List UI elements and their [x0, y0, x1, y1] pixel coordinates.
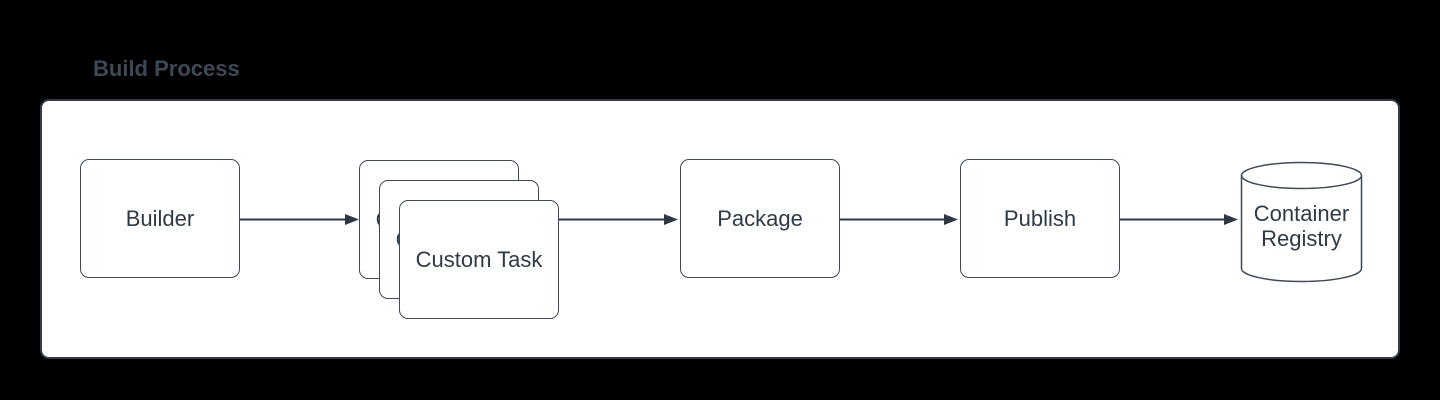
node-custom-task[interactable]: Custom Task	[399, 200, 559, 319]
node-publish[interactable]: Publish	[960, 159, 1120, 278]
node-container-registry[interactable]: Container Registry	[1240, 161, 1363, 283]
node-label: Publish	[1003, 205, 1077, 231]
cylinder-shape	[1240, 161, 1363, 283]
node-label: Builder	[125, 205, 195, 231]
node-label: Custom Task	[415, 246, 543, 272]
node-package[interactable]: Package	[680, 159, 840, 278]
node-label: Container Registry	[1253, 201, 1350, 251]
diagram-title: Build Process	[93, 56, 240, 81]
node-builder[interactable]: Builder	[80, 159, 240, 278]
node-label: Package	[717, 205, 803, 231]
